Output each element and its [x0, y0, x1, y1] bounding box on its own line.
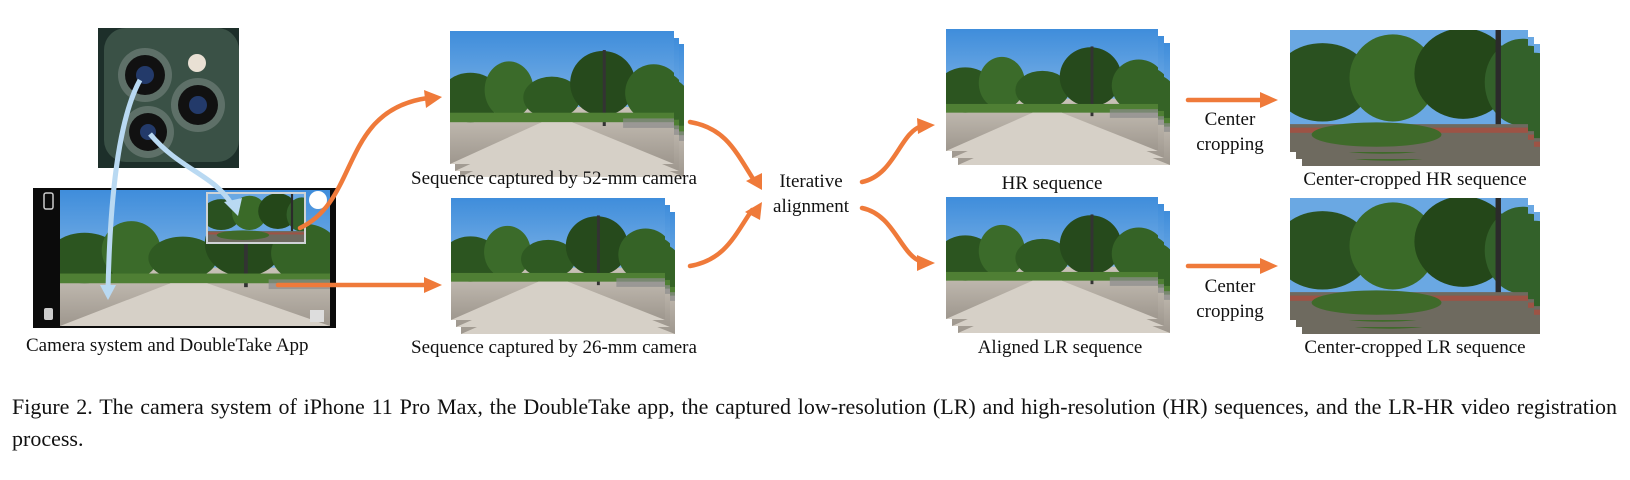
arrowhead-hr — [917, 118, 935, 134]
doubletake-app-screen — [33, 188, 336, 328]
label-iterative-line1: Iterative — [779, 171, 843, 192]
label-seq-26mm: Sequence captured by 26-mm camera — [411, 337, 697, 358]
label-seq-52mm: Sequence captured by 52-mm camera — [411, 168, 697, 189]
camera-lens-arrows — [105, 78, 235, 291]
label-aligned-lr-sequence: Aligned LR sequence — [977, 337, 1143, 358]
arrowhead-26mm — [424, 277, 442, 293]
arrowhead-lr — [917, 255, 935, 271]
arrow-26mm-to-align — [687, 207, 755, 269]
arrowhead-align-top — [746, 173, 762, 190]
label-cropped-hr: Center-cropped HR sequence — [1303, 169, 1527, 190]
label-hr-sequence: HR sequence — [1001, 173, 1103, 194]
aligned-lr-sequence-stack — [946, 197, 1170, 333]
arrow-52mm-to-align — [687, 119, 758, 185]
arrow-align-to-lr — [859, 205, 925, 265]
cropped-lr-stack — [1290, 198, 1540, 334]
arrow-align-to-hr — [859, 123, 925, 185]
label-center-cropping-bottom-1: Center — [1204, 276, 1256, 297]
arrowhead-crop-lr — [1260, 258, 1278, 274]
pipeline-diagram — [33, 28, 1540, 334]
sequence-52mm-stack — [450, 31, 684, 177]
arrowhead-align-bottom — [745, 202, 762, 220]
cropped-hr-stack — [1290, 30, 1540, 166]
hr-sequence-stack — [946, 29, 1170, 165]
label-center-cropping-top-2: cropping — [1196, 134, 1264, 155]
label-iterative-line2: alignment — [773, 196, 849, 217]
arrowhead-lr — [100, 285, 116, 300]
label-center-cropping-top-1: Center — [1204, 109, 1256, 130]
label-camera-app: Camera system and DoubleTake App — [26, 335, 309, 356]
arrowhead-52mm — [424, 90, 442, 108]
phone-camera-module — [98, 28, 239, 168]
arrowhead-hr — [224, 198, 242, 216]
figure-caption: Figure 2. The camera system of iPhone 11… — [12, 394, 1617, 451]
label-cropped-lr: Center-cropped LR sequence — [1304, 337, 1526, 358]
label-center-cropping-bottom-2: cropping — [1196, 301, 1264, 322]
arrow-to-52mm — [297, 95, 431, 231]
sequence-26mm-stack — [451, 198, 675, 334]
arrowhead-crop-hr — [1260, 92, 1278, 108]
